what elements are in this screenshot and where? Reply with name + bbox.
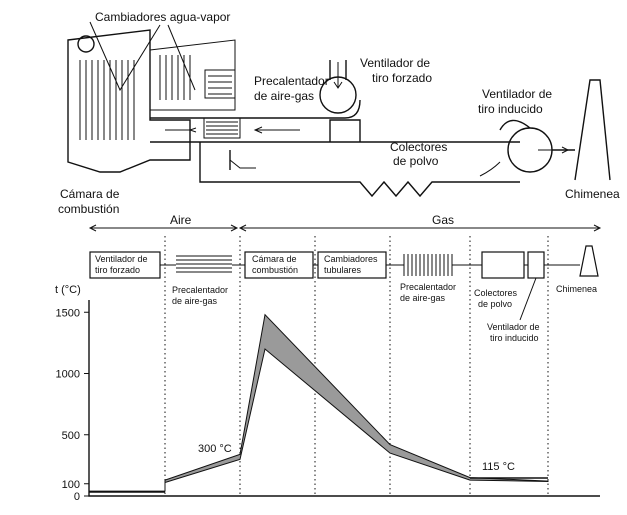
forced-fan-label-2: tiro forzado <box>372 71 432 85</box>
preheater-icon-2 <box>403 254 453 276</box>
combustion-label-1: Cámara de <box>60 187 120 201</box>
stage-combustion-l1: Cámara de <box>252 254 297 264</box>
stage-induced-fan <box>527 251 545 279</box>
gas-label: Gas <box>432 213 454 227</box>
y-axis-label: t (°C) <box>55 284 81 296</box>
plant-diagram: Cambiadores agua-vapor Precalentador de … <box>58 10 620 216</box>
phase-bar: Aire Gas <box>88 213 602 232</box>
forced-fan-label-1: Ventilador de <box>360 56 430 70</box>
exchangers-label: Cambiadores agua-vapor <box>95 10 230 24</box>
collectors-label-2: de polvo <box>393 154 439 168</box>
stages-row: Ventilador de tiro forzado Precalentador… <box>89 245 599 343</box>
forced-fan <box>319 60 361 119</box>
annotation-300: 300 °C <box>198 443 232 455</box>
stage-forced-fan-l1: Ventilador de <box>95 254 148 264</box>
stage-preheater-1-l1: Precalentador <box>172 285 228 295</box>
stage-combustion <box>244 251 314 279</box>
stage-preheater-1-l2: de aire-gas <box>172 296 218 306</box>
y-tick-label: 0 <box>74 491 80 503</box>
stage-preheater-2-l2: de aire-gas <box>400 293 446 303</box>
chimney-label: Chimenea <box>565 187 620 201</box>
y-tick-label: 1500 <box>56 307 80 319</box>
water-tubes <box>79 39 236 140</box>
stage-forced-fan <box>89 251 161 279</box>
air-label: Aire <box>170 213 192 227</box>
stage-tubes-l1: Cambiadores <box>324 254 378 264</box>
stage-tubes <box>317 251 387 279</box>
stage-forced-fan-l2: tiro forzado <box>95 265 140 275</box>
y-tick-label: 100 <box>62 479 80 491</box>
collectors-label-1: Colectores <box>390 140 447 154</box>
preheater-icon-1 <box>176 255 232 273</box>
y-tick-label: 1000 <box>56 369 80 381</box>
chimney-shape <box>574 79 611 181</box>
induced-fan-label-2: tiro inducido <box>478 102 543 116</box>
induced-fan <box>499 119 575 183</box>
annotation-115: 115 °C <box>482 461 515 473</box>
preheater-tubes <box>203 117 241 139</box>
stage-preheater-2-l1: Precalentador <box>400 282 456 292</box>
stage-induced-fan-l1: Ventilador de <box>487 322 540 332</box>
air-preheater-label-1: Precalentador <box>254 74 329 88</box>
stage-collectors <box>481 251 525 279</box>
stage-induced-fan-l2: tiro inducido <box>490 333 539 343</box>
stage-collectors-l1: Colectores <box>474 288 518 298</box>
stage-chimney: Chimenea <box>556 284 597 294</box>
stage-chimney-icon <box>579 245 599 277</box>
combustion-label-2: combustión <box>58 202 119 216</box>
temperature-band <box>89 313 549 492</box>
stage-tubes-l2: tubulares <box>324 265 362 275</box>
y-tick-label: 500 <box>62 430 80 442</box>
steam-drum <box>77 35 95 53</box>
induced-fan-label-1: Ventilador de <box>482 87 552 101</box>
boiler <box>67 21 611 198</box>
stage-combustion-l2: combustión <box>252 265 298 275</box>
stage-collectors-l2: de polvo <box>478 299 512 309</box>
air-preheater-label-2: de aire-gas <box>254 89 314 103</box>
